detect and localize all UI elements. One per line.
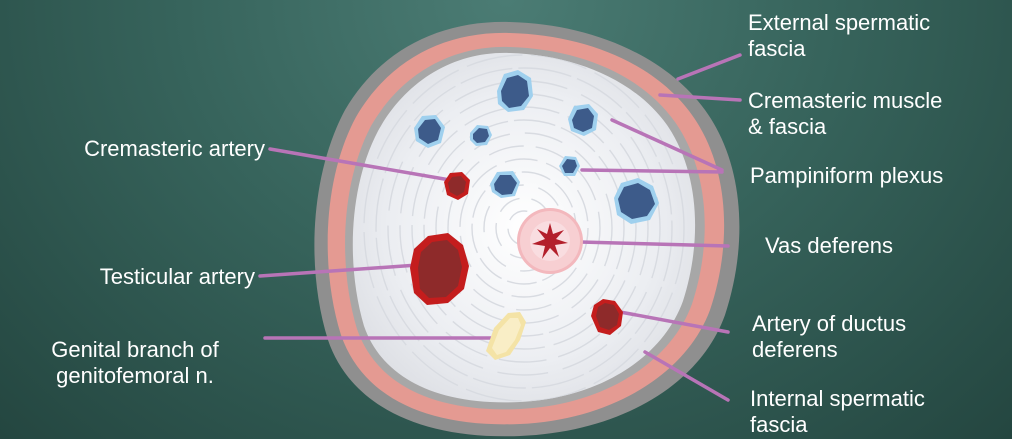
label-line: fascia — [750, 412, 925, 438]
label-vas-deferens: Vas deferens — [765, 233, 893, 259]
label-line: genitofemoral n. — [10, 363, 260, 389]
leader-external-fascia — [678, 55, 740, 79]
label-internal-spermatic-fascia: Internal spermatic fascia — [750, 386, 925, 438]
leader-plexus-lower — [582, 170, 722, 172]
label-genital-branch: Genital branch of genitofemoral n. — [10, 337, 260, 389]
label-line: External spermatic — [748, 10, 930, 36]
label-line: Vas deferens — [765, 233, 893, 259]
label-external-spermatic-fascia: External spermatic fascia — [748, 10, 930, 62]
label-line: deferens — [752, 337, 906, 363]
label-artery-of-ductus: Artery of ductus deferens — [752, 311, 906, 363]
vas-deferens-structure — [517, 208, 583, 274]
label-line: Internal spermatic — [750, 386, 925, 412]
label-cremasteric-artery: Cremasteric artery — [10, 136, 265, 162]
label-line: fascia — [748, 36, 930, 62]
label-cremasteric-muscle: Cremasteric muscle & fascia — [748, 88, 942, 140]
label-line: Testicular artery — [10, 264, 255, 290]
label-testicular-artery: Testicular artery — [10, 264, 255, 290]
label-line: Artery of ductus — [752, 311, 906, 337]
label-line: Cremasteric artery — [10, 136, 265, 162]
label-line: Pampiniform plexus — [750, 163, 943, 189]
label-line: Genital branch of — [10, 337, 260, 363]
label-pampiniform-plexus: Pampiniform plexus — [750, 163, 943, 189]
label-line: & fascia — [748, 114, 942, 140]
label-line: Cremasteric muscle — [748, 88, 942, 114]
